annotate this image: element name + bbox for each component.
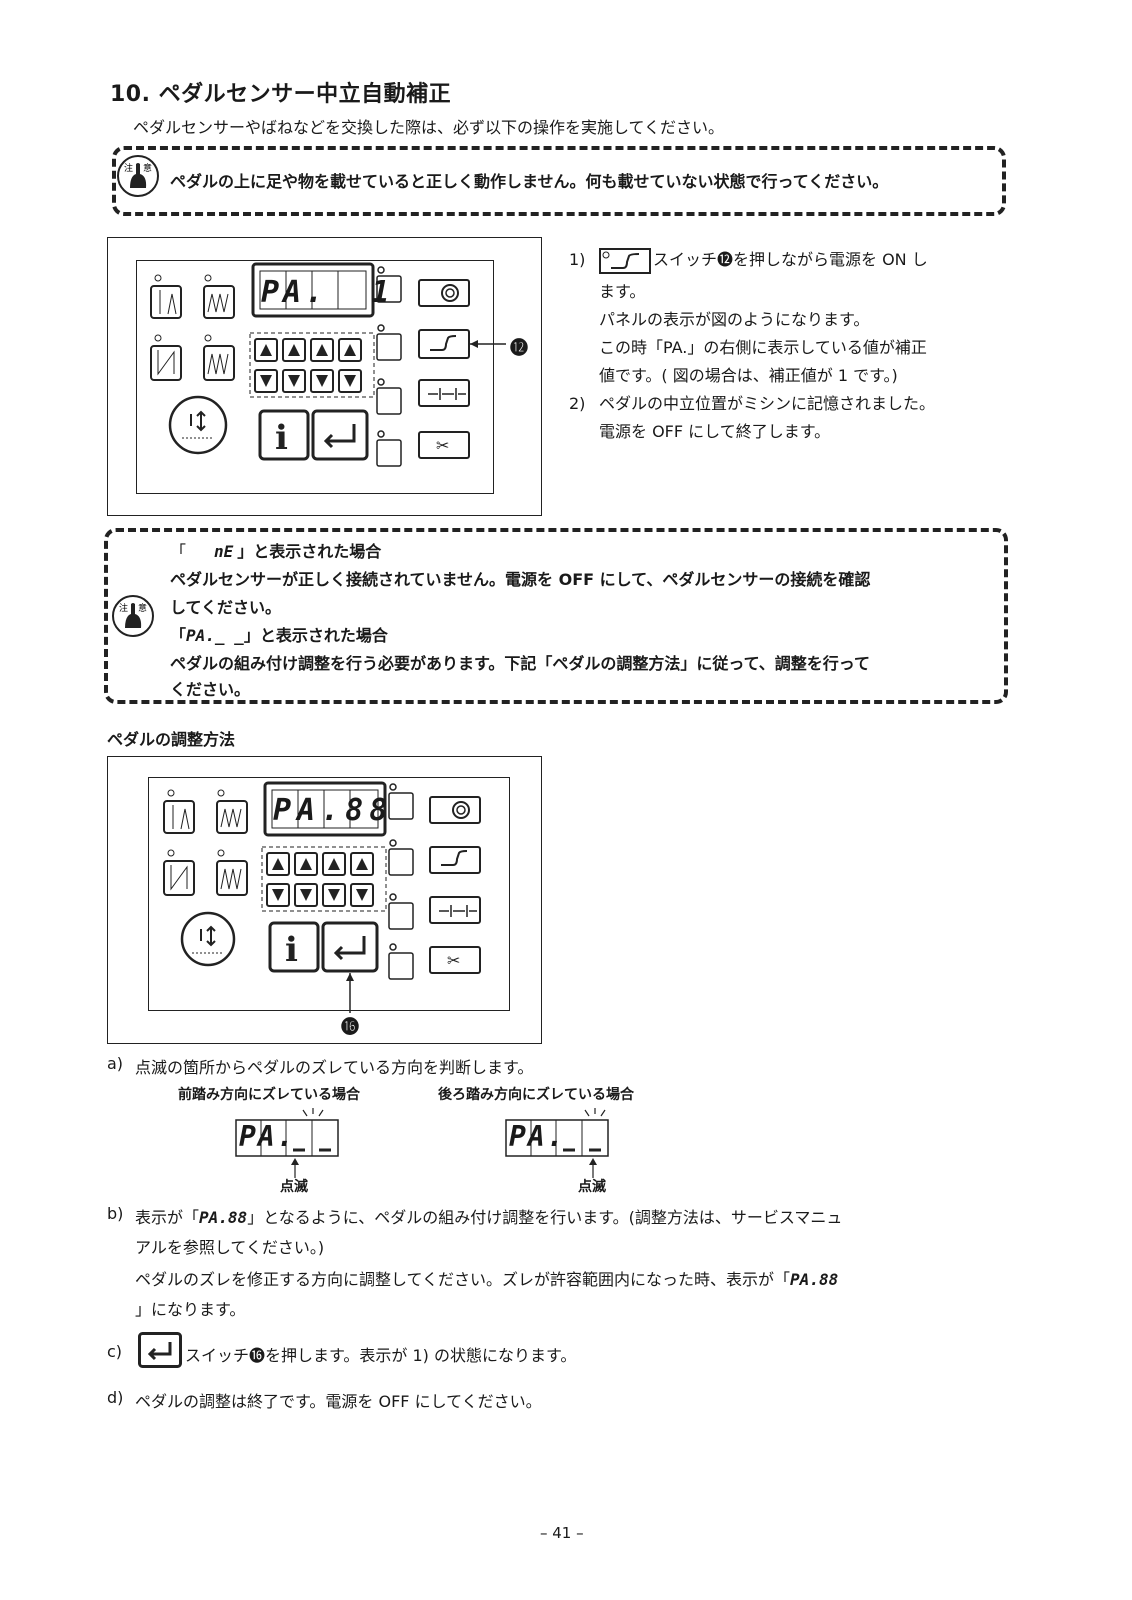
step-d-label: d)	[107, 1388, 124, 1407]
caution2-line-5: ペダルの組み付け調整を行う必要があります。下記「ペダルの調整方法」に従って、調整…	[170, 654, 871, 673]
caution-box-1	[112, 146, 1006, 216]
front-display-text: PA.	[239, 1120, 296, 1153]
caution2-seg-1: nE	[214, 542, 234, 561]
step-b-line-2: アルを参照してください。)	[135, 1238, 325, 1257]
panel-1-drawing: i ✂	[150, 262, 506, 467]
svg-text:注: 注	[119, 602, 128, 614]
front-label: 前踏み方向にズレている場合	[178, 1087, 360, 1103]
step-b-post-1: 」となるように、ペダルの組み付け調整を行います。(調整方法は、サービスマニュ	[247, 1208, 843, 1227]
front-blink-label: 点滅	[280, 1179, 308, 1195]
panel-1-display: PA. 1	[261, 275, 394, 310]
section-title: 10. ペダルセンサー中立自動補正	[110, 82, 452, 107]
caution2-close-1: 」と表示された場合	[237, 542, 382, 561]
back-blink-label: 点滅	[578, 1179, 606, 1195]
svg-text:i: i	[285, 930, 298, 970]
step-1-line-4: この時「PA.」の右側に表示している値が補正	[599, 338, 927, 357]
step-1-line-3: パネルの表示が図のようになります。	[599, 310, 870, 329]
caution2-line-1: 「 nE」と表示された場合	[170, 538, 381, 562]
control-panel-figure-1: i ✂ PA. 1 ⓬	[107, 237, 542, 516]
step-c-text: スイッチ⓰を押します。表示が 1) の状態になります。	[185, 1346, 577, 1365]
step-c-label: c)	[107, 1342, 123, 1361]
callout-12: ⓬	[510, 338, 528, 359]
svg-text:i: i	[275, 418, 288, 458]
panel-2-display: PA.88	[273, 793, 394, 828]
step-a-text: 点滅の箇所からペダルのズレている方向を判断します。	[135, 1058, 534, 1077]
panel-2-drawing: i ✂	[163, 781, 481, 1013]
step-d-text: ペダルの調整は終了です。電源を OFF にしてください。	[135, 1392, 542, 1411]
back-blink-arrow	[589, 1158, 597, 1178]
steps-list: 1) スイッチ⓬を押しながら電源を ON し ます。 パネルの表示が図のようにな…	[569, 246, 1009, 476]
caution2-line-6: ください。	[170, 680, 251, 699]
caution2-line-3: してください。	[170, 598, 282, 617]
enter-switch-icon	[138, 1332, 182, 1368]
step-b-seg-1: PA.88	[199, 1208, 248, 1227]
caution-icon: 注 意	[117, 155, 159, 197]
caution-box-2	[104, 528, 1008, 704]
caution2-line-2: ペダルセンサーが正しく接続されていません。電源を OFF にして、ペダルセンサー…	[170, 570, 871, 589]
step-2-line-2: 電源を OFF にして終了します。	[599, 422, 831, 441]
step-1-line-2: ます。	[599, 282, 646, 301]
svg-text:意: 意	[143, 162, 152, 174]
step-b-line-1: 表示が「PA.88」となるように、ペダルの組み付け調整を行います。(調整方法は、…	[135, 1204, 842, 1228]
back-display-text: PA.	[509, 1120, 566, 1153]
step-b-pre-3: ペダルのズレを修正する方向に調整してください。ズレが許容範囲内になった時、表示が…	[135, 1270, 791, 1289]
caution-icon-2: 注 意	[112, 595, 154, 637]
step-1-line-1: スイッチ⓬を押しながら電源を ON し	[653, 250, 928, 269]
step-2-number: 2)	[569, 394, 586, 413]
step-b-seg-3: PA.88	[790, 1270, 839, 1289]
step-b-line-3: ペダルのズレを修正する方向に調整してください。ズレが許容範囲内になった時、表示が…	[135, 1266, 838, 1290]
callout-16: ⓰	[341, 1017, 359, 1038]
front-blink-arrow	[291, 1158, 299, 1178]
svg-text:意: 意	[138, 602, 147, 614]
page-number: – 41 –	[540, 1524, 584, 1542]
step-b-label: b)	[107, 1204, 124, 1223]
adjust-heading: ペダルの調整方法	[107, 730, 236, 749]
back-blink-display	[505, 1108, 609, 1157]
step-b-pre-1: 表示が「	[135, 1208, 200, 1227]
front-blink-display	[235, 1108, 339, 1157]
pedal-switch-icon	[599, 248, 651, 274]
caution-text-1: ペダルの上に足や物を載せていると正しく動作しません。何も載せていない状態で行って…	[170, 172, 889, 191]
caution2-seg-4: PA._ _	[186, 626, 244, 645]
caution2-close-4: 」と表示された場合	[243, 626, 388, 645]
caution2-open-1: 「	[170, 542, 187, 561]
back-label: 後ろ踏み方向にズレている場合	[438, 1087, 634, 1103]
control-panel-figure-2: i ✂ PA.88 ⓰	[107, 756, 542, 1044]
step-1-line-5: 値です。( 図の場合は、補正値が 1 です。)	[599, 366, 898, 385]
step-b-line-4: 」になります。	[135, 1300, 246, 1319]
step-a-label: a)	[107, 1054, 124, 1073]
caution2-line-4: 「PA._ _」と表示された場合	[170, 622, 388, 646]
svg-text:✂: ✂	[447, 951, 460, 970]
caution2-open-4: 「	[170, 626, 187, 645]
step-1-number: 1)	[569, 250, 586, 269]
svg-text:注: 注	[124, 162, 133, 174]
step-2-line-1: ペダルの中立位置がミシンに記憶されました。	[599, 394, 936, 413]
section-intro: ペダルセンサーやばねなどを交換した際は、必ず以下の操作を実施してください。	[133, 118, 725, 137]
svg-text:✂: ✂	[436, 436, 449, 455]
